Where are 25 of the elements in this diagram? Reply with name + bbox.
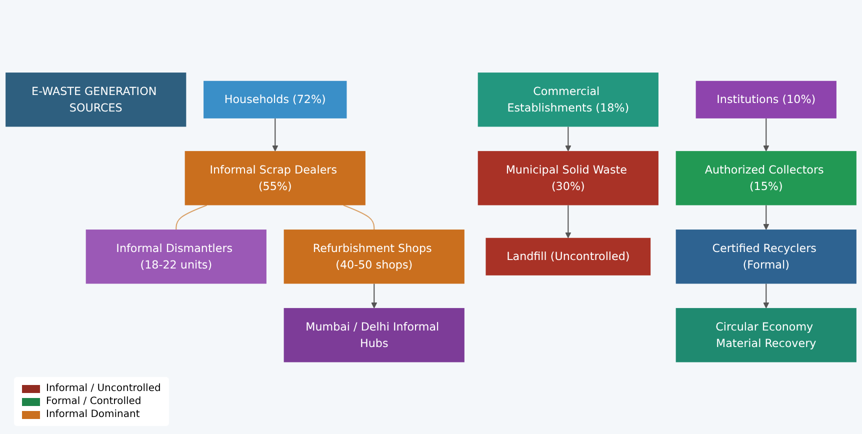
arrow bbox=[371, 283, 378, 308]
node-box: Informal Scrap Dealers (55%) bbox=[184, 150, 366, 205]
node-box: Landfill (Uncontrolled) bbox=[486, 238, 651, 275]
legend-label: Informal Dominant bbox=[46, 409, 140, 420]
arrow bbox=[763, 118, 770, 151]
node-box: Refurbishment Shops (40-50 shops) bbox=[284, 229, 464, 284]
node-box: Municipal Solid Waste (30%) bbox=[478, 150, 658, 205]
node-box: Circular Economy Material Recovery bbox=[676, 308, 856, 362]
arrow bbox=[565, 126, 572, 151]
node-box: Institutions (10%) bbox=[696, 80, 836, 118]
node-box: Informal Dismantlers (18-22 units) bbox=[86, 229, 266, 284]
arrow bbox=[763, 204, 770, 230]
node-box: Mumbai / Delhi Informal Hubs bbox=[284, 308, 464, 362]
arrow bbox=[763, 283, 770, 308]
arrow bbox=[565, 204, 572, 238]
node-box: E-WASTE GENERATION SOURCES bbox=[6, 72, 186, 126]
arrow bbox=[272, 118, 278, 151]
connector bbox=[343, 204, 375, 230]
node-box: Households (72%) bbox=[204, 80, 347, 118]
node-box: Certified Recyclers (Formal) bbox=[676, 229, 856, 284]
node-box: Authorized Collectors (15%) bbox=[676, 150, 856, 205]
connector bbox=[176, 204, 207, 230]
node-box: Commercial Establishments (18%) bbox=[478, 72, 658, 126]
legend-label: Formal / Controlled bbox=[46, 396, 142, 407]
legend-label: Informal / Uncontrolled bbox=[46, 383, 161, 394]
